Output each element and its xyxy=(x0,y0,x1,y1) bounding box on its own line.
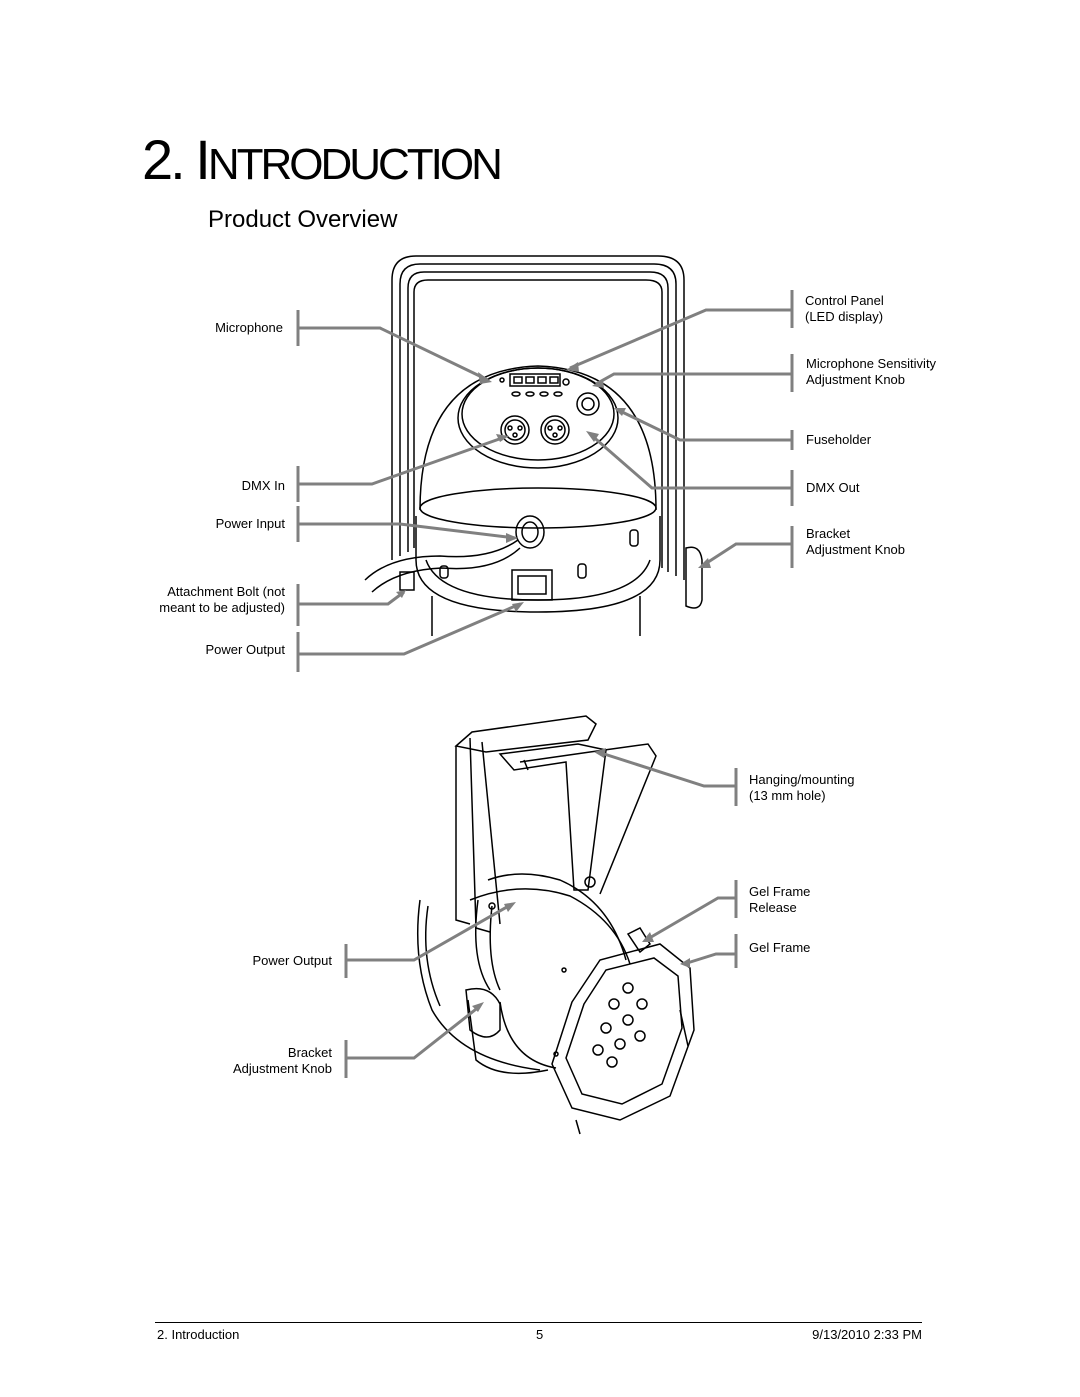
footer-section: 2. Introduction xyxy=(157,1327,240,1342)
label-mic-sensitivity: Microphone Sensitivity Adjustment Knob xyxy=(806,356,937,387)
fixture-rear-view xyxy=(364,255,703,636)
callout-leaders-bottom xyxy=(344,750,738,1078)
label-power-output: Power Output xyxy=(205,642,286,657)
footer-divider xyxy=(155,1322,922,1323)
label-power-input: Power Input xyxy=(215,516,285,531)
footer-page-number: 5 xyxy=(536,1327,544,1342)
label-dmx-out: DMX Out xyxy=(806,480,860,495)
label-microphone: Microphone xyxy=(215,320,283,335)
label-dmx-in: DMX In xyxy=(241,478,285,493)
arrowheads-bottom xyxy=(472,748,690,1012)
label-gel-frame-release: Gel Frame Release xyxy=(749,884,811,915)
label-power-output-bottom: Power Output xyxy=(252,953,333,968)
label-gel-frame: Gel Frame xyxy=(749,940,811,955)
chapter-title: 2. INTRODUCTION xyxy=(142,128,503,191)
label-bracket-knob-bottom: Bracket Adjustment Knob xyxy=(232,1045,332,1076)
label-hanging-mounting: Hanging/mounting (13 mm hole) xyxy=(749,772,855,803)
label-control-panel: Control Panel (LED display) xyxy=(805,293,884,324)
label-attachment-bolt: Attachment Bolt (not meant to be adjuste… xyxy=(159,584,285,615)
arrowheads-top xyxy=(396,362,711,612)
fixture-3q-view xyxy=(416,715,695,1135)
footer-timestamp: 9/13/2010 2:33 PM xyxy=(812,1327,922,1342)
callout-leaders-top xyxy=(296,290,794,672)
label-fuseholder: Fuseholder xyxy=(806,432,872,447)
label-bracket-adjustment-knob: Bracket Adjustment Knob xyxy=(806,526,906,557)
section-title: Product Overview xyxy=(208,206,398,233)
